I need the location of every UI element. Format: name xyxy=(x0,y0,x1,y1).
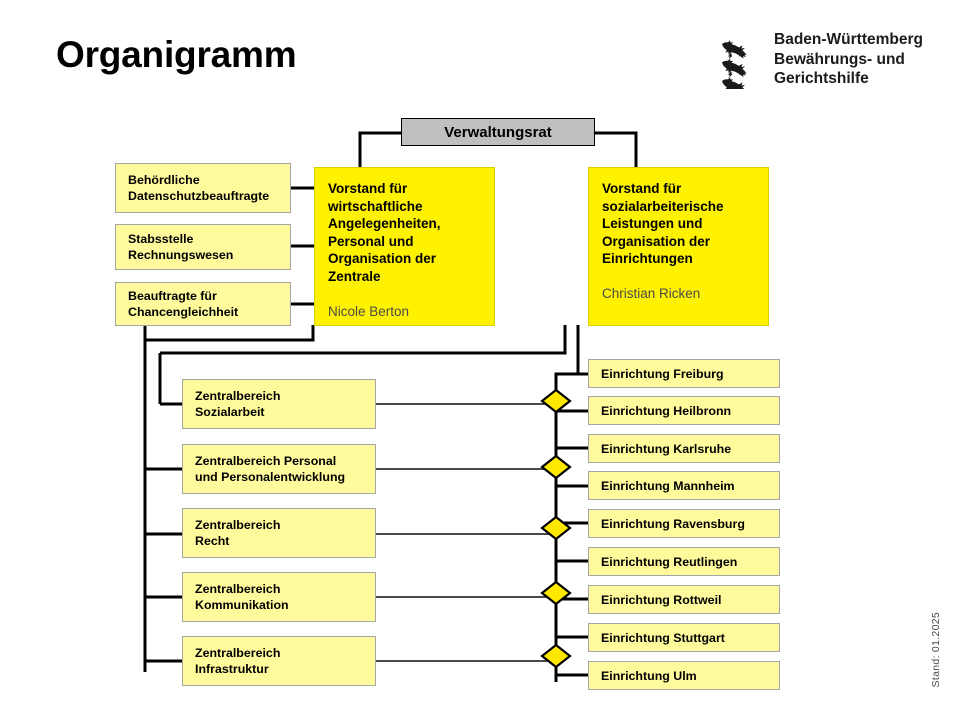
baden-wuerttemberg-logo: Baden-Württemberg Bewährungs- und Gerich… xyxy=(719,30,944,92)
node-einrichtung-heilbronn[interactable]: Einrichtung Heilbronn xyxy=(588,396,780,425)
zentralbereich-line-1: Zentralbereich Personal xyxy=(195,454,337,468)
einrichtung-label: Einrichtung Rottweil xyxy=(601,592,722,607)
stand-date-label: Stand: 01.2025 xyxy=(930,612,942,688)
node-zentralbereich-infrastruktur[interactable]: Zentralbereich Infrastruktur xyxy=(182,636,376,686)
vorstand-name: Nicole Berton xyxy=(328,303,410,319)
zentralbereich-line-2: Kommunikation xyxy=(195,598,289,612)
node-zentralbereich-sozialarbeit[interactable]: Zentralbereich Sozialarbeit xyxy=(182,379,376,429)
verwaltungsrat-label: Verwaltungsrat xyxy=(444,123,552,141)
logo-text: Baden-Württemberg Bewährungs- und Gerich… xyxy=(774,30,923,89)
staff-line-2: Datenschutzbeauftragte xyxy=(128,189,270,203)
zentralbereich-line-1: Zentralbereich xyxy=(195,582,281,596)
einrichtung-label: Einrichtung Ravensburg xyxy=(601,516,745,531)
diamond-connectors xyxy=(540,388,572,669)
zentralbereich-line-1: Zentralbereich xyxy=(195,518,281,532)
node-datenschutzbeauftragte[interactable]: Behördliche Datenschutzbeauftragte xyxy=(115,163,291,213)
staff-line-1: Beauftragte für xyxy=(128,289,217,303)
node-beauftragte-chancengleichheit[interactable]: Beauftragte für Chancengleichheit xyxy=(115,282,291,326)
logo-line-1: Baden-Württemberg xyxy=(774,31,923,48)
einrichtung-label: Einrichtung Heilbronn xyxy=(601,403,732,418)
vorstand-title: Vorstand für sozialarbeiterische Leistun… xyxy=(602,181,724,267)
zentralbereich-line-1: Zentralbereich xyxy=(195,389,281,403)
logo-line-3: Gerichtshilfe xyxy=(774,70,869,87)
zentralbereich-line-2: Recht xyxy=(195,534,230,548)
node-einrichtung-reutlingen[interactable]: Einrichtung Reutlingen xyxy=(588,547,780,576)
node-einrichtung-ulm[interactable]: Einrichtung Ulm xyxy=(588,661,780,690)
node-einrichtung-ravensburg[interactable]: Einrichtung Ravensburg xyxy=(588,509,780,538)
logo-line-2: Bewährungs- und xyxy=(774,50,905,68)
node-stabsstelle-rechnungswesen[interactable]: Stabsstelle Rechnungswesen xyxy=(115,224,291,270)
einrichtung-label: Einrichtung Ulm xyxy=(601,668,697,683)
node-zentralbereich-recht[interactable]: Zentralbereich Recht xyxy=(182,508,376,558)
node-zentralbereich-kommunikation[interactable]: Zentralbereich Kommunikation xyxy=(182,572,376,622)
zentralbereich-line-1: Zentralbereich xyxy=(195,646,281,660)
zentralbereich-line-2: Infrastruktur xyxy=(195,662,269,676)
node-zentralbereich-personal[interactable]: Zentralbereich Personal und Personalentw… xyxy=(182,444,376,494)
vorstand-title: Vorstand für wirtschaftliche Angelegenhe… xyxy=(328,181,441,284)
einrichtung-label: Einrichtung Freiburg xyxy=(601,366,724,381)
zentralbereich-line-2: und Personalentwicklung xyxy=(195,470,346,484)
node-einrichtung-freiburg[interactable]: Einrichtung Freiburg xyxy=(588,359,780,388)
zentralbereich-line-2: Sozialarbeit xyxy=(195,405,265,419)
staff-line-1: Behördliche xyxy=(128,173,200,187)
node-vorstand-wirtschaft[interactable]: Vorstand für wirtschaftliche Angelegenhe… xyxy=(314,167,495,326)
node-verwaltungsrat[interactable]: Verwaltungsrat xyxy=(401,118,595,146)
einrichtung-label: Einrichtung Mannheim xyxy=(601,478,735,493)
vorstand-name: Christian Ricken xyxy=(602,285,701,301)
staff-line-2: Rechnungswesen xyxy=(128,248,234,262)
node-vorstand-sozialarbeit[interactable]: Vorstand für sozialarbeiterische Leistun… xyxy=(588,167,769,326)
node-einrichtung-rottweil[interactable]: Einrichtung Rottweil xyxy=(588,585,780,614)
einrichtung-label: Einrichtung Reutlingen xyxy=(601,554,738,569)
staff-line-2: Chancengleichheit xyxy=(128,305,239,319)
node-einrichtung-karlsruhe[interactable]: Einrichtung Karlsruhe xyxy=(588,434,780,463)
einrichtung-label: Einrichtung Karlsruhe xyxy=(601,441,732,456)
einrichtung-label: Einrichtung Stuttgart xyxy=(601,630,725,645)
staff-line-1: Stabsstelle xyxy=(128,232,194,246)
page-title: Organigramm xyxy=(56,34,297,75)
node-einrichtung-stuttgart[interactable]: Einrichtung Stuttgart xyxy=(588,623,780,652)
node-einrichtung-mannheim[interactable]: Einrichtung Mannheim xyxy=(588,471,780,500)
three-lions-crest-icon xyxy=(722,40,747,89)
